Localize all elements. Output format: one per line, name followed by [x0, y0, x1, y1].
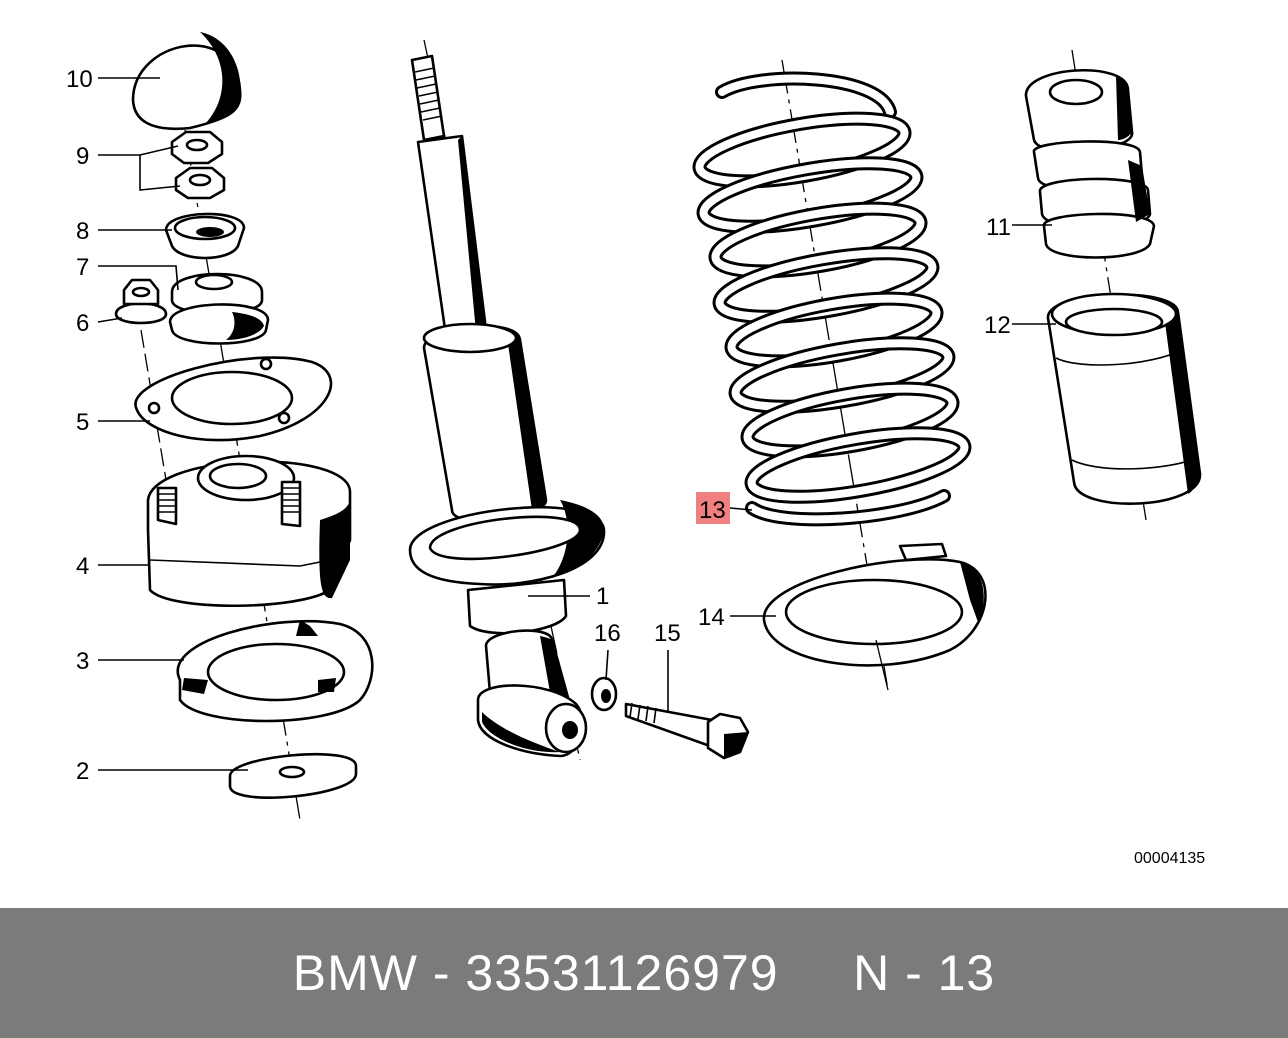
part-16-washer — [590, 676, 618, 712]
leader-lines — [97, 77, 1056, 771]
drawing-number: 00004135 — [1134, 850, 1205, 867]
label-8: 8 — [76, 218, 89, 245]
part-3-spring-pad-ring — [176, 619, 374, 723]
label-15: 15 — [654, 620, 681, 647]
exploded-parts-diagram: 10 9 8 7 6 5 4 3 2 1 16 15 13 14 11 12 0… — [66, 32, 1205, 867]
part-14-spring-pad — [762, 542, 987, 667]
label-9: 9 — [76, 143, 89, 170]
label-13: 13 — [699, 497, 726, 524]
part-11-bump-stop — [1024, 68, 1156, 259]
label-14: 14 — [698, 604, 725, 631]
part-13-coil-spring — [692, 71, 972, 527]
part-12-dust-boot — [1046, 292, 1202, 505]
label-1: 1 — [596, 583, 609, 610]
label-4: 4 — [76, 553, 89, 580]
label-6: 6 — [76, 310, 89, 337]
part-1-shock-absorber — [408, 54, 606, 758]
part-9-nuts — [170, 130, 226, 200]
label-7: 7 — [76, 254, 89, 281]
part-5-plate — [134, 356, 333, 442]
label-11: 11 — [986, 214, 1011, 241]
part-2-washer — [228, 752, 358, 799]
label-2: 2 — [76, 758, 89, 785]
label-5: 5 — [76, 409, 89, 436]
spring-coil-turn — [747, 429, 969, 501]
label-3: 3 — [76, 648, 89, 675]
highlight-box-13 — [696, 492, 730, 524]
label-12: 12 — [984, 312, 1011, 339]
footer-brand: BMW — [292, 945, 418, 1001]
pad-axis-lower — [875, 639, 889, 691]
footer-position: N - 13 — [853, 945, 996, 1001]
part-7-rubber-mount — [168, 272, 270, 345]
footer-gap — [779, 944, 853, 1002]
footer-part-number: 33531126979 — [465, 945, 779, 1001]
label-10: 10 — [66, 66, 93, 93]
part-number-footer: BMW - 33531126979 N - 13 — [0, 908, 1288, 1038]
label-16: 16 — [594, 620, 621, 647]
part-8-cup-washer — [164, 212, 246, 260]
part-10-bump-cap — [131, 32, 242, 131]
part-6-flange-nut — [114, 278, 168, 325]
part-4-spring-support — [146, 454, 352, 608]
footer-dash: - — [417, 945, 466, 1001]
part-15-bolt — [624, 702, 750, 760]
